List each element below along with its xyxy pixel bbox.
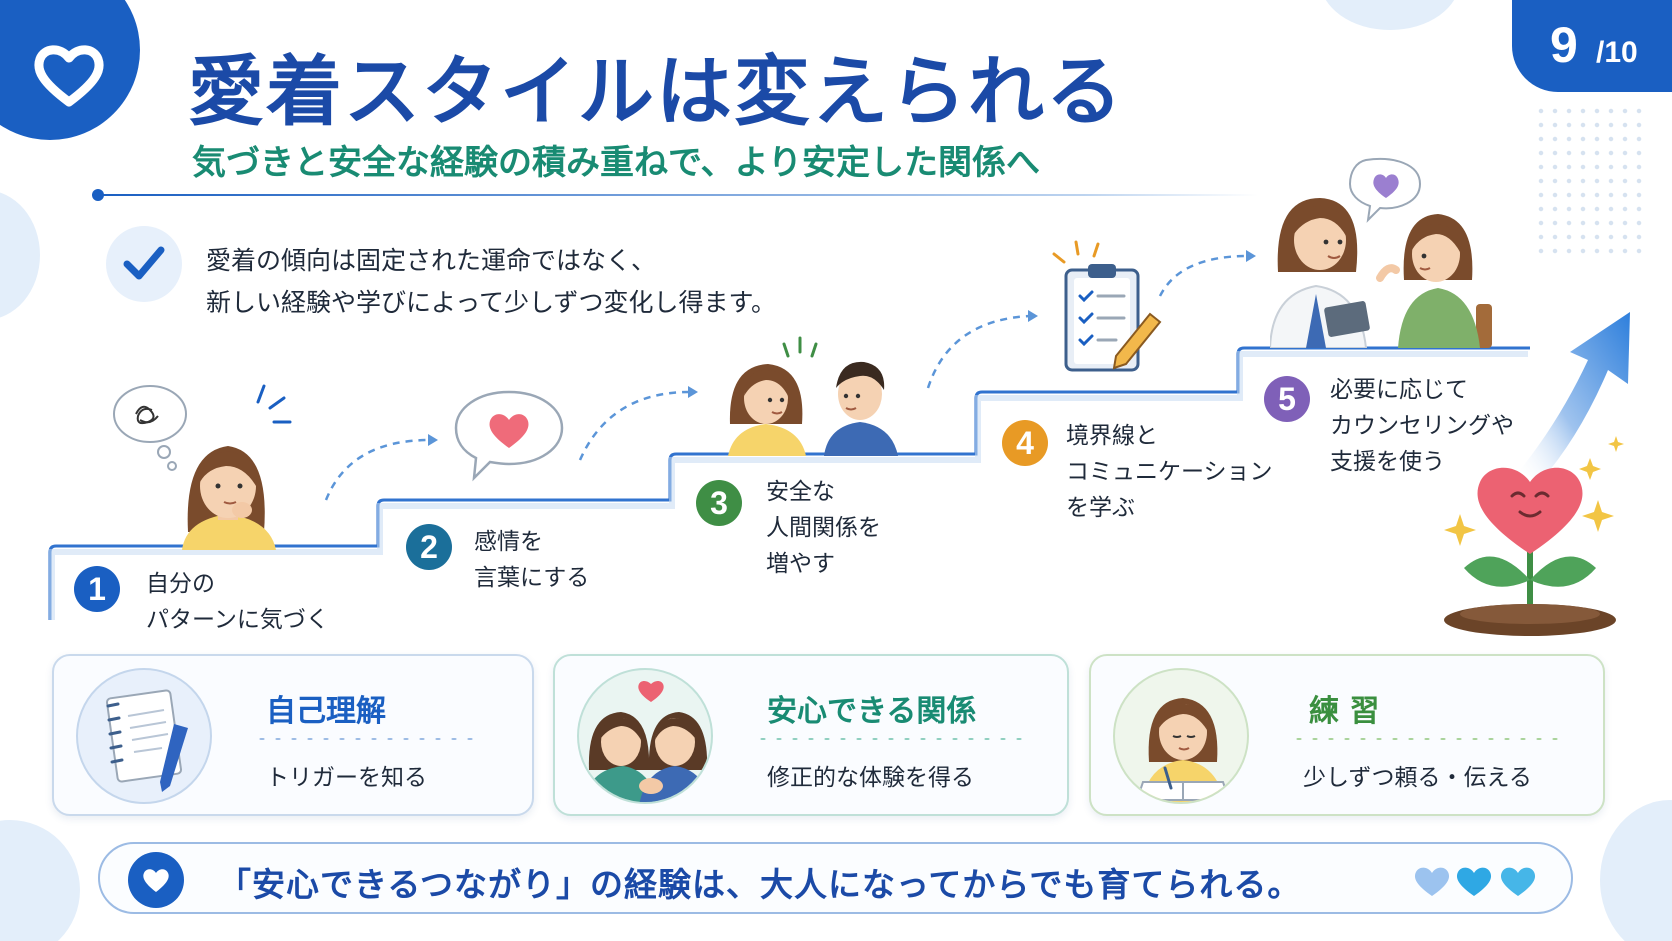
card-practice-title: 練 習 (1309, 694, 1380, 729)
step-1-label: 自分の パターンに気づく (146, 571, 329, 633)
thinking-person-illustration (113, 384, 292, 550)
page-indicator: 9 /10 (1512, 0, 1672, 92)
intro-line-2: 新しい経験や学びによって少しずつ変化し得ます。 (206, 288, 777, 317)
step-2-label: 感情を 言葉にする (474, 529, 590, 591)
bottom-message-banner: 「安心できるつながり」の経験は、大人になってからでも育てられる。 (98, 842, 1573, 914)
step-1-number: 1 (74, 566, 120, 612)
intro-text: 愛着の傾向は固定された運命ではなく、 新しい経験や学びによって少しずつ変化し得ま… (206, 240, 776, 324)
card-self-understanding-divider (254, 736, 476, 742)
step-3-label: 安全な 人間関係を 増やす (766, 479, 881, 577)
intro-line-1: 愛着の傾向は固定された運命ではなく、 (206, 246, 657, 275)
heart-speech-bubble-illustration (454, 390, 564, 482)
embracing-people-icon (583, 681, 711, 802)
writing-person-icon (1135, 698, 1231, 802)
dashed-arrows (324, 254, 1249, 501)
clipboard-checklist-icon (1052, 240, 1162, 372)
card-self-understanding-title: 自己理解 (266, 694, 386, 729)
banner-heart-badge (128, 852, 184, 908)
card-practice-subtitle: 少しずつ頼る・伝える (1303, 765, 1532, 791)
arrowheads (428, 250, 1256, 446)
card-practice: 練 習 少しずつ頼る・伝える (1089, 654, 1605, 816)
step-4-number: 4 (1002, 420, 1048, 466)
card-self-understanding: 自己理解 トリガーを知る (52, 654, 534, 816)
hearts-icon (1414, 867, 1536, 896)
card-safe-relationship-divider (755, 736, 1025, 742)
step-5-number: 5 (1264, 376, 1310, 422)
card-safe-relationship-title: 安心できる関係 (767, 694, 977, 729)
notebook-and-pen-icon (105, 689, 188, 792)
heart-plant-illustration (1444, 436, 1624, 636)
banner-message: 「安心できるつながり」の経験は、大人になってからでも育てられる。 (218, 865, 1302, 904)
page-current: 9 (1550, 17, 1578, 73)
card-self-understanding-image (76, 668, 212, 804)
step-2-number: 2 (406, 524, 452, 570)
heart-icon (143, 869, 169, 892)
growth-arrow (1520, 312, 1630, 482)
card-practice-image (1113, 668, 1249, 804)
page-title: 愛着スタイルは変えられる (188, 47, 1124, 136)
staircase-shadow (49, 351, 1528, 620)
intro-check-badge (106, 226, 182, 302)
card-safe-relationship: 安心できる関係 修正的な体験を得る (553, 654, 1069, 816)
step-4-label: 境界線と コミュニケーション を学ぶ (1066, 423, 1273, 521)
step-3-number: 3 (696, 480, 742, 526)
page-total: /10 (1596, 36, 1638, 69)
bg-dot-grid (1534, 104, 1644, 254)
checkmark-icon (123, 246, 165, 280)
card-practice-divider (1291, 736, 1561, 742)
card-self-understanding-subtitle: トリガーを知る (266, 765, 427, 791)
counseling-session-illustration (1270, 158, 1492, 348)
heart-icon (34, 45, 104, 107)
card-safe-relationship-image (577, 668, 713, 804)
page-subtitle: 気づきと安全な経験の積み重ねで、より安定した関係へ (192, 143, 1040, 183)
two-people-talking-illustration (728, 336, 898, 456)
card-safe-relationship-subtitle: 修正的な体験を得る (767, 765, 974, 791)
step-5-label: 必要に応じて カウンセリングや 支援を使う (1330, 377, 1514, 475)
title-rule (98, 194, 1258, 196)
